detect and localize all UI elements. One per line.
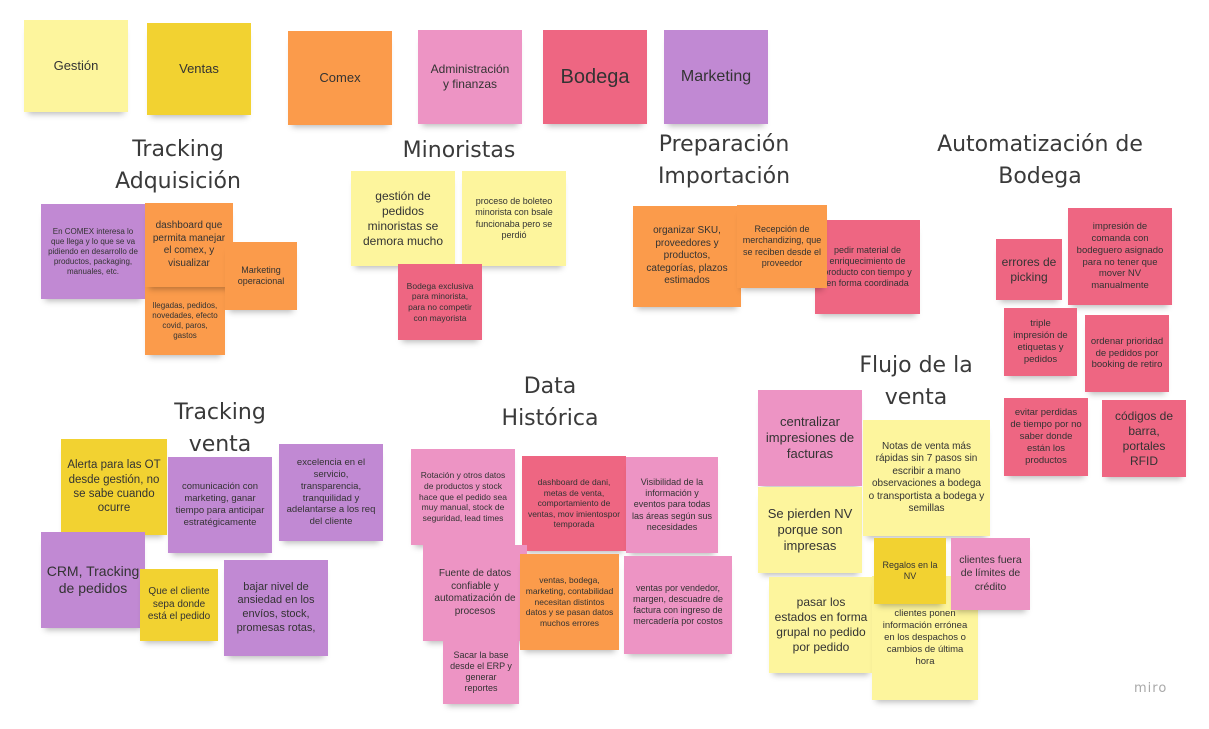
sticky-note[interactable]: Marketing operacional xyxy=(225,242,297,310)
legend-note-marketing[interactable]: Marketing xyxy=(664,30,768,124)
sticky-note[interactable]: ventas, bodega, marketing, contabilidad … xyxy=(520,554,619,650)
sticky-note[interactable]: organizar SKU, proveedores y productos, … xyxy=(633,206,741,307)
heading-data-historica: Data Histórica xyxy=(501,374,599,431)
sticky-note[interactable]: Visibilidad de la información y eventos … xyxy=(626,457,718,553)
legend-note-ventas[interactable]: Ventas xyxy=(147,23,251,115)
heading-automatizacion-bodega: Automatización de Bodega xyxy=(937,132,1143,189)
miro-watermark-logo: miro xyxy=(1134,681,1168,696)
sticky-note[interactable]: proceso de boleteo minorista con bsale f… xyxy=(462,171,566,266)
sticky-note[interactable]: códigos de barra, portales RFID xyxy=(1102,400,1186,477)
heading-flujo-venta: Flujo de la venta xyxy=(859,353,973,410)
sticky-note[interactable]: Que el cliente sepa donde está el pedido xyxy=(140,569,218,641)
sticky-note[interactable]: centralizar impresiones de facturas xyxy=(758,390,862,486)
sticky-note[interactable]: Sacar la base desde el ERP y generar rep… xyxy=(443,640,519,704)
sticky-note[interactable]: Recepción de merchandizing, que se recib… xyxy=(737,205,827,288)
sticky-note[interactable]: Notas de venta más rápidas sin 7 pasos s… xyxy=(863,420,990,536)
sticky-note[interactable]: errores de picking xyxy=(996,239,1062,300)
sticky-note[interactable]: ordenar prioridad de pedidos por booking… xyxy=(1085,315,1169,392)
sticky-note[interactable]: En COMEX interesa lo que llega y lo que … xyxy=(41,204,145,299)
sticky-note[interactable]: triple impresión de etiquetas y pedidos xyxy=(1004,308,1077,376)
sticky-note[interactable]: Se pierden NV porque son impresas xyxy=(758,487,862,573)
sticky-note[interactable]: Regalos en la NV xyxy=(874,538,946,604)
sticky-note[interactable]: impresión de comanda con bodeguero asign… xyxy=(1068,208,1172,305)
heading-preparacion-importacion: Preparación Importación xyxy=(657,132,791,189)
sticky-note[interactable]: pedir material de enriquecimiento de pro… xyxy=(815,220,920,314)
heading-tracking-venta: Tracking venta xyxy=(174,400,266,457)
heading-tracking-adquisicion: Tracking Adquisición xyxy=(115,137,241,194)
sticky-note[interactable]: Fuente de datos confiable y automatizaci… xyxy=(423,545,527,641)
sticky-note[interactable]: pasar los estados en forma grupal no ped… xyxy=(769,577,873,673)
sticky-note[interactable]: comunicación con marketing, ganar tiempo… xyxy=(168,457,272,553)
sticky-note[interactable]: clientes fuera de límites de crédito xyxy=(951,538,1030,610)
sticky-note[interactable]: Alerta para las OT desde gestión, no se … xyxy=(61,439,167,535)
legend-note-comex[interactable]: Comex xyxy=(288,31,392,125)
sticky-note[interactable]: Rotación y otros datos de productos y st… xyxy=(411,449,515,545)
legend-note-administracion[interactable]: Administración y finanzas xyxy=(418,30,522,124)
sticky-note[interactable]: gestión de pedidos minoristas se demora … xyxy=(351,171,455,266)
sticky-note[interactable]: llegadas, pedidos, novedades, efecto cov… xyxy=(145,286,225,355)
sticky-note[interactable]: excelencia en el servicio, transparencia… xyxy=(279,444,383,541)
sticky-note[interactable]: evitar perdidas de tiempo por no saber d… xyxy=(1004,398,1088,476)
heading-minoristas: Minoristas xyxy=(402,138,516,163)
sticky-note[interactable]: bajar nivel de ansiedad en los envíos, s… xyxy=(224,560,328,656)
legend-note-bodega[interactable]: Bodega xyxy=(543,30,647,124)
legend-note-gestion[interactable]: Gestión xyxy=(24,20,128,112)
sticky-note[interactable]: dashboard de dani, metas de venta, compo… xyxy=(522,456,626,551)
sticky-note[interactable]: Bodega exclusiva para minorista, para no… xyxy=(398,264,482,340)
sticky-note[interactable]: ventas por vendedor, margen, descuadre d… xyxy=(624,556,732,654)
sticky-note[interactable]: dashboard que permita manejar el comex, … xyxy=(145,203,233,287)
sticky-note[interactable]: CRM, Tracking de pedidos xyxy=(41,532,145,628)
